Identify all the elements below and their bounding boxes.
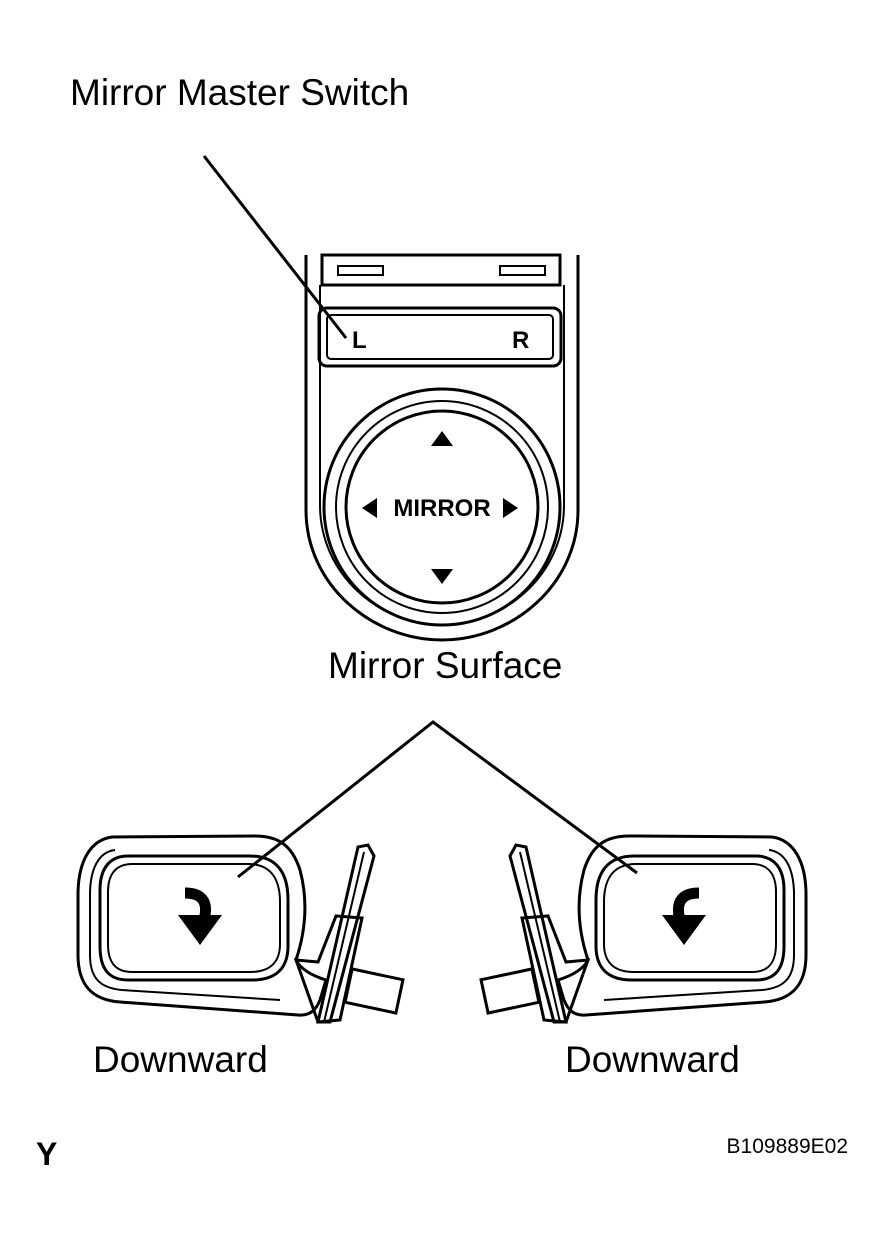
figure-code: B109889E02 [727, 1135, 848, 1158]
up-arrow-icon[interactable] [431, 431, 453, 446]
adjust-pad-mid-ring [335, 400, 549, 614]
corner-mark: Y [36, 1136, 57, 1172]
left-mirror-mount [343, 967, 405, 1015]
right-mirror-arm-edge [519, 851, 561, 1023]
switch-housing [304, 255, 580, 642]
surface-callout-label: Mirror Surface [328, 645, 562, 686]
right-mirror-arm [508, 843, 568, 1024]
right-mirror-glass-inner [603, 863, 777, 973]
right-mirror-glass[interactable] [594, 854, 786, 982]
surface-leader-lines [237, 720, 638, 879]
switch-top-strip [320, 253, 562, 287]
right-mirror-housing [556, 834, 808, 1017]
downward-curved-arrow-icon [662, 887, 706, 945]
left-mirror-glass-inner [107, 863, 281, 973]
adjust-pad[interactable] [344, 409, 540, 605]
right-selector-label[interactable]: R [512, 327, 529, 354]
downward-curved-arrow-icon [178, 887, 222, 945]
left-mirror-housing [76, 834, 328, 1017]
left-selector-label[interactable]: L [352, 327, 367, 354]
left-mirror-housing-inner [89, 849, 281, 1001]
mirror-master-switch: L R MIRROR [304, 253, 580, 642]
left-direction-label: Downward [93, 1039, 268, 1080]
lr-selector-outer[interactable] [317, 306, 563, 368]
right-mirror-housing-inner [603, 849, 795, 1001]
adjust-pad-outer-ring [322, 387, 562, 627]
right-indicator-slot [499, 265, 546, 276]
left-mirror-arm-edge [323, 851, 365, 1023]
right-mirror [479, 834, 808, 1024]
switch-center-label: MIRROR [393, 495, 490, 522]
down-arrow-icon[interactable] [431, 569, 453, 584]
left-mirror-glass[interactable] [98, 854, 290, 982]
right-direction-label: Downward [565, 1039, 740, 1080]
switch-callout-label: Mirror Master Switch [70, 72, 409, 113]
left-arrow-icon[interactable] [362, 498, 377, 518]
right-mirror-mount [479, 967, 541, 1015]
left-mirror-arm [316, 843, 376, 1024]
switch-leader-line [202, 155, 348, 339]
left-mirror [76, 834, 405, 1024]
right-arrow-icon[interactable] [503, 498, 518, 518]
lr-selector-inner [326, 314, 554, 360]
left-indicator-slot [337, 265, 384, 276]
